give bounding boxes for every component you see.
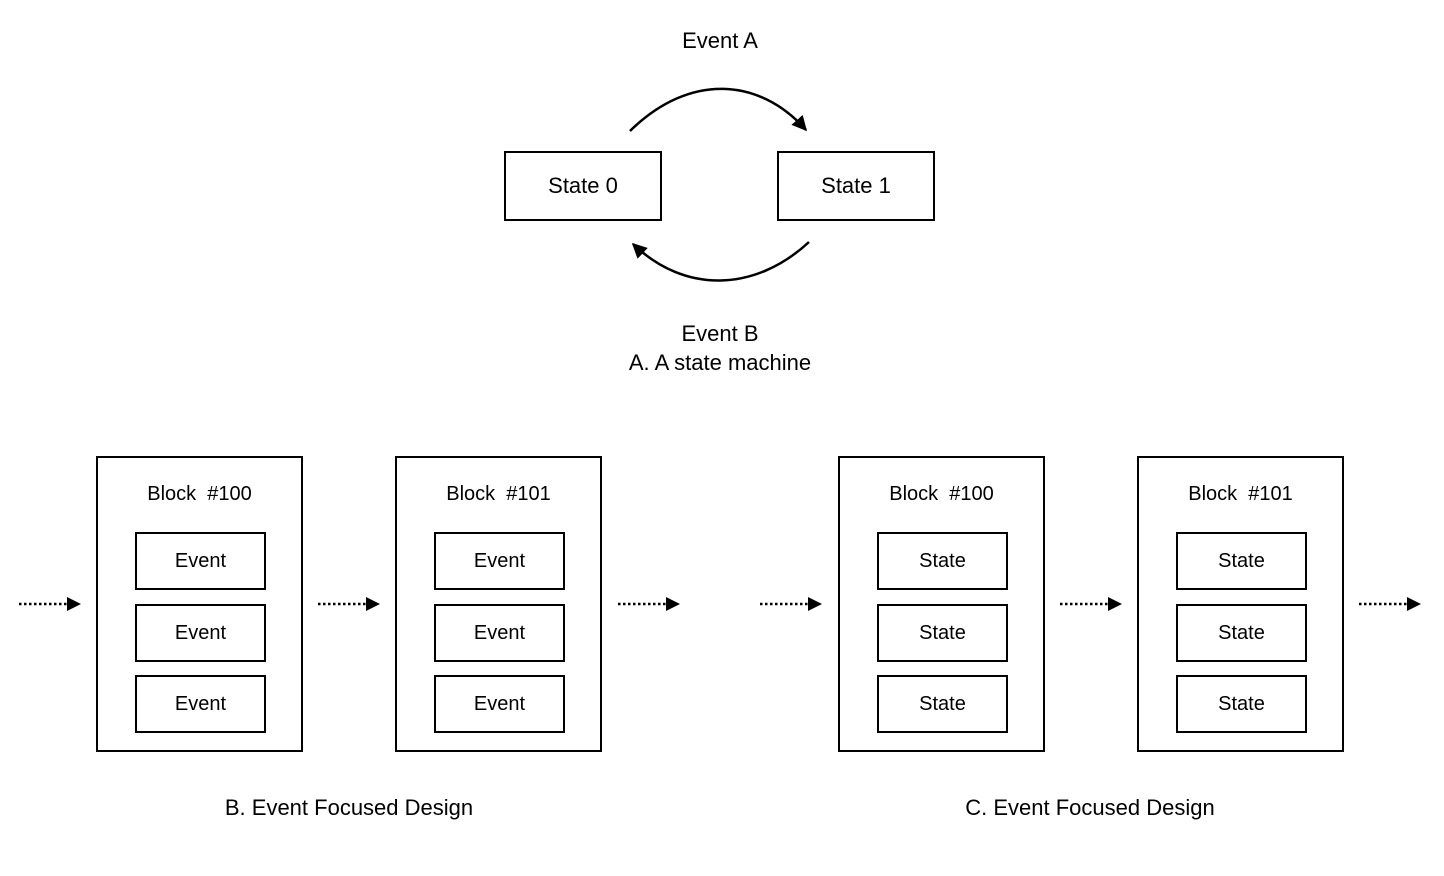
block-title: Block #100 <box>889 483 994 505</box>
state-block-100: Block #100 State State State <box>838 456 1045 752</box>
state-item: State <box>877 604 1008 662</box>
event-a-label: Event A <box>682 28 758 53</box>
dotted-arrow <box>618 597 680 611</box>
state-item: State <box>877 532 1008 590</box>
dotted-arrow <box>1060 597 1122 611</box>
event-item: Event <box>434 604 565 662</box>
dotted-arrow <box>19 597 81 611</box>
state-block-101: Block #101 State State State <box>1137 456 1344 752</box>
dotted-arrow <box>760 597 822 611</box>
block-title: Block #100 <box>147 483 252 505</box>
event-design-caption: B. Event Focused Design <box>224 795 474 820</box>
event-item: Event <box>135 532 266 590</box>
state-item: State <box>1176 532 1307 590</box>
state-item: State <box>1176 604 1307 662</box>
event-item: Event <box>135 604 266 662</box>
dotted-arrow <box>1359 597 1421 611</box>
event-item: Event <box>434 532 565 590</box>
block-title: Block #101 <box>1188 483 1293 505</box>
state-0-box: State 0 <box>504 151 662 221</box>
state-item: State <box>877 675 1008 733</box>
event-a-arrow <box>629 87 807 132</box>
event-block-101: Block #101 Event Event Event <box>395 456 602 752</box>
block-title: Block #101 <box>446 483 551 505</box>
state-1-label: State 1 <box>821 173 891 198</box>
event-item: Event <box>135 675 266 733</box>
state-0-label: State 0 <box>548 173 618 198</box>
state-design-caption: C. Event Focused Design <box>965 795 1215 820</box>
state-1-box: State 1 <box>777 151 935 221</box>
event-b-arrow <box>631 241 810 282</box>
event-item: Event <box>434 675 565 733</box>
event-b-label: Event B <box>681 321 759 346</box>
state-machine-caption: A. A state machine <box>628 350 812 375</box>
state-item: State <box>1176 675 1307 733</box>
event-block-100: Block #100 Event Event Event <box>96 456 303 752</box>
dotted-arrow <box>318 597 380 611</box>
